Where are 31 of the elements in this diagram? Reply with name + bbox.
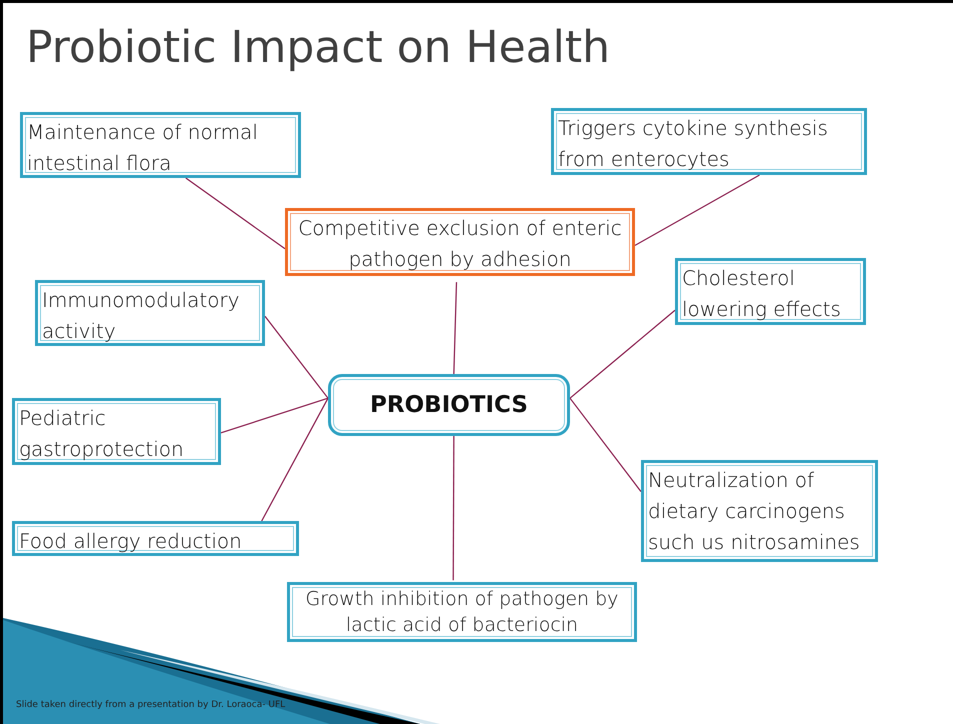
connector-line	[570, 310, 676, 399]
node-text: Growth inhibition of pathogen by lactic acid of bacteriocin	[304, 587, 620, 638]
topic-box	[675, 258, 866, 325]
node-text: Triggers cytokine synthesis from enterocytes	[558, 115, 829, 173]
topic-box	[20, 112, 301, 178]
topic-box	[287, 582, 637, 642]
connector-line	[220, 398, 328, 434]
connector-line	[452, 436, 454, 580]
topic-box	[285, 208, 635, 276]
node-text: Cholesterol lowering effects	[682, 265, 842, 323]
topic-box	[12, 521, 299, 556]
central-topic-box	[328, 374, 570, 436]
node-text: Neutralization of dietary carcinogens such us nitrosamines	[648, 467, 861, 556]
connector-line	[453, 282, 458, 374]
node-text: Pediatric gastroprotection	[19, 405, 185, 463]
node-text: PROBIOTICS	[370, 390, 528, 420]
topic-box	[551, 108, 867, 175]
connector-line	[634, 174, 760, 246]
connector-line	[185, 178, 286, 250]
topic-box	[35, 280, 265, 346]
connector-line	[261, 398, 329, 522]
node-text: Food allergy reduction	[19, 528, 243, 555]
node-text: Competitive exclusion of enteric pathogen by adhesion	[297, 215, 623, 273]
topic-box	[12, 398, 221, 465]
connector-line	[264, 316, 328, 399]
slide-title: Probiotic Impact on Health	[26, 22, 610, 73]
topic-box	[641, 460, 878, 562]
connector-line	[570, 398, 642, 492]
node-text: Immunomodulatory activity	[42, 287, 240, 345]
node-text: Maintenance of normal intestinal flora	[27, 119, 259, 177]
source-note: Slide taken directly from a presentation by Dr. Loraoca- UFL	[16, 700, 286, 710]
